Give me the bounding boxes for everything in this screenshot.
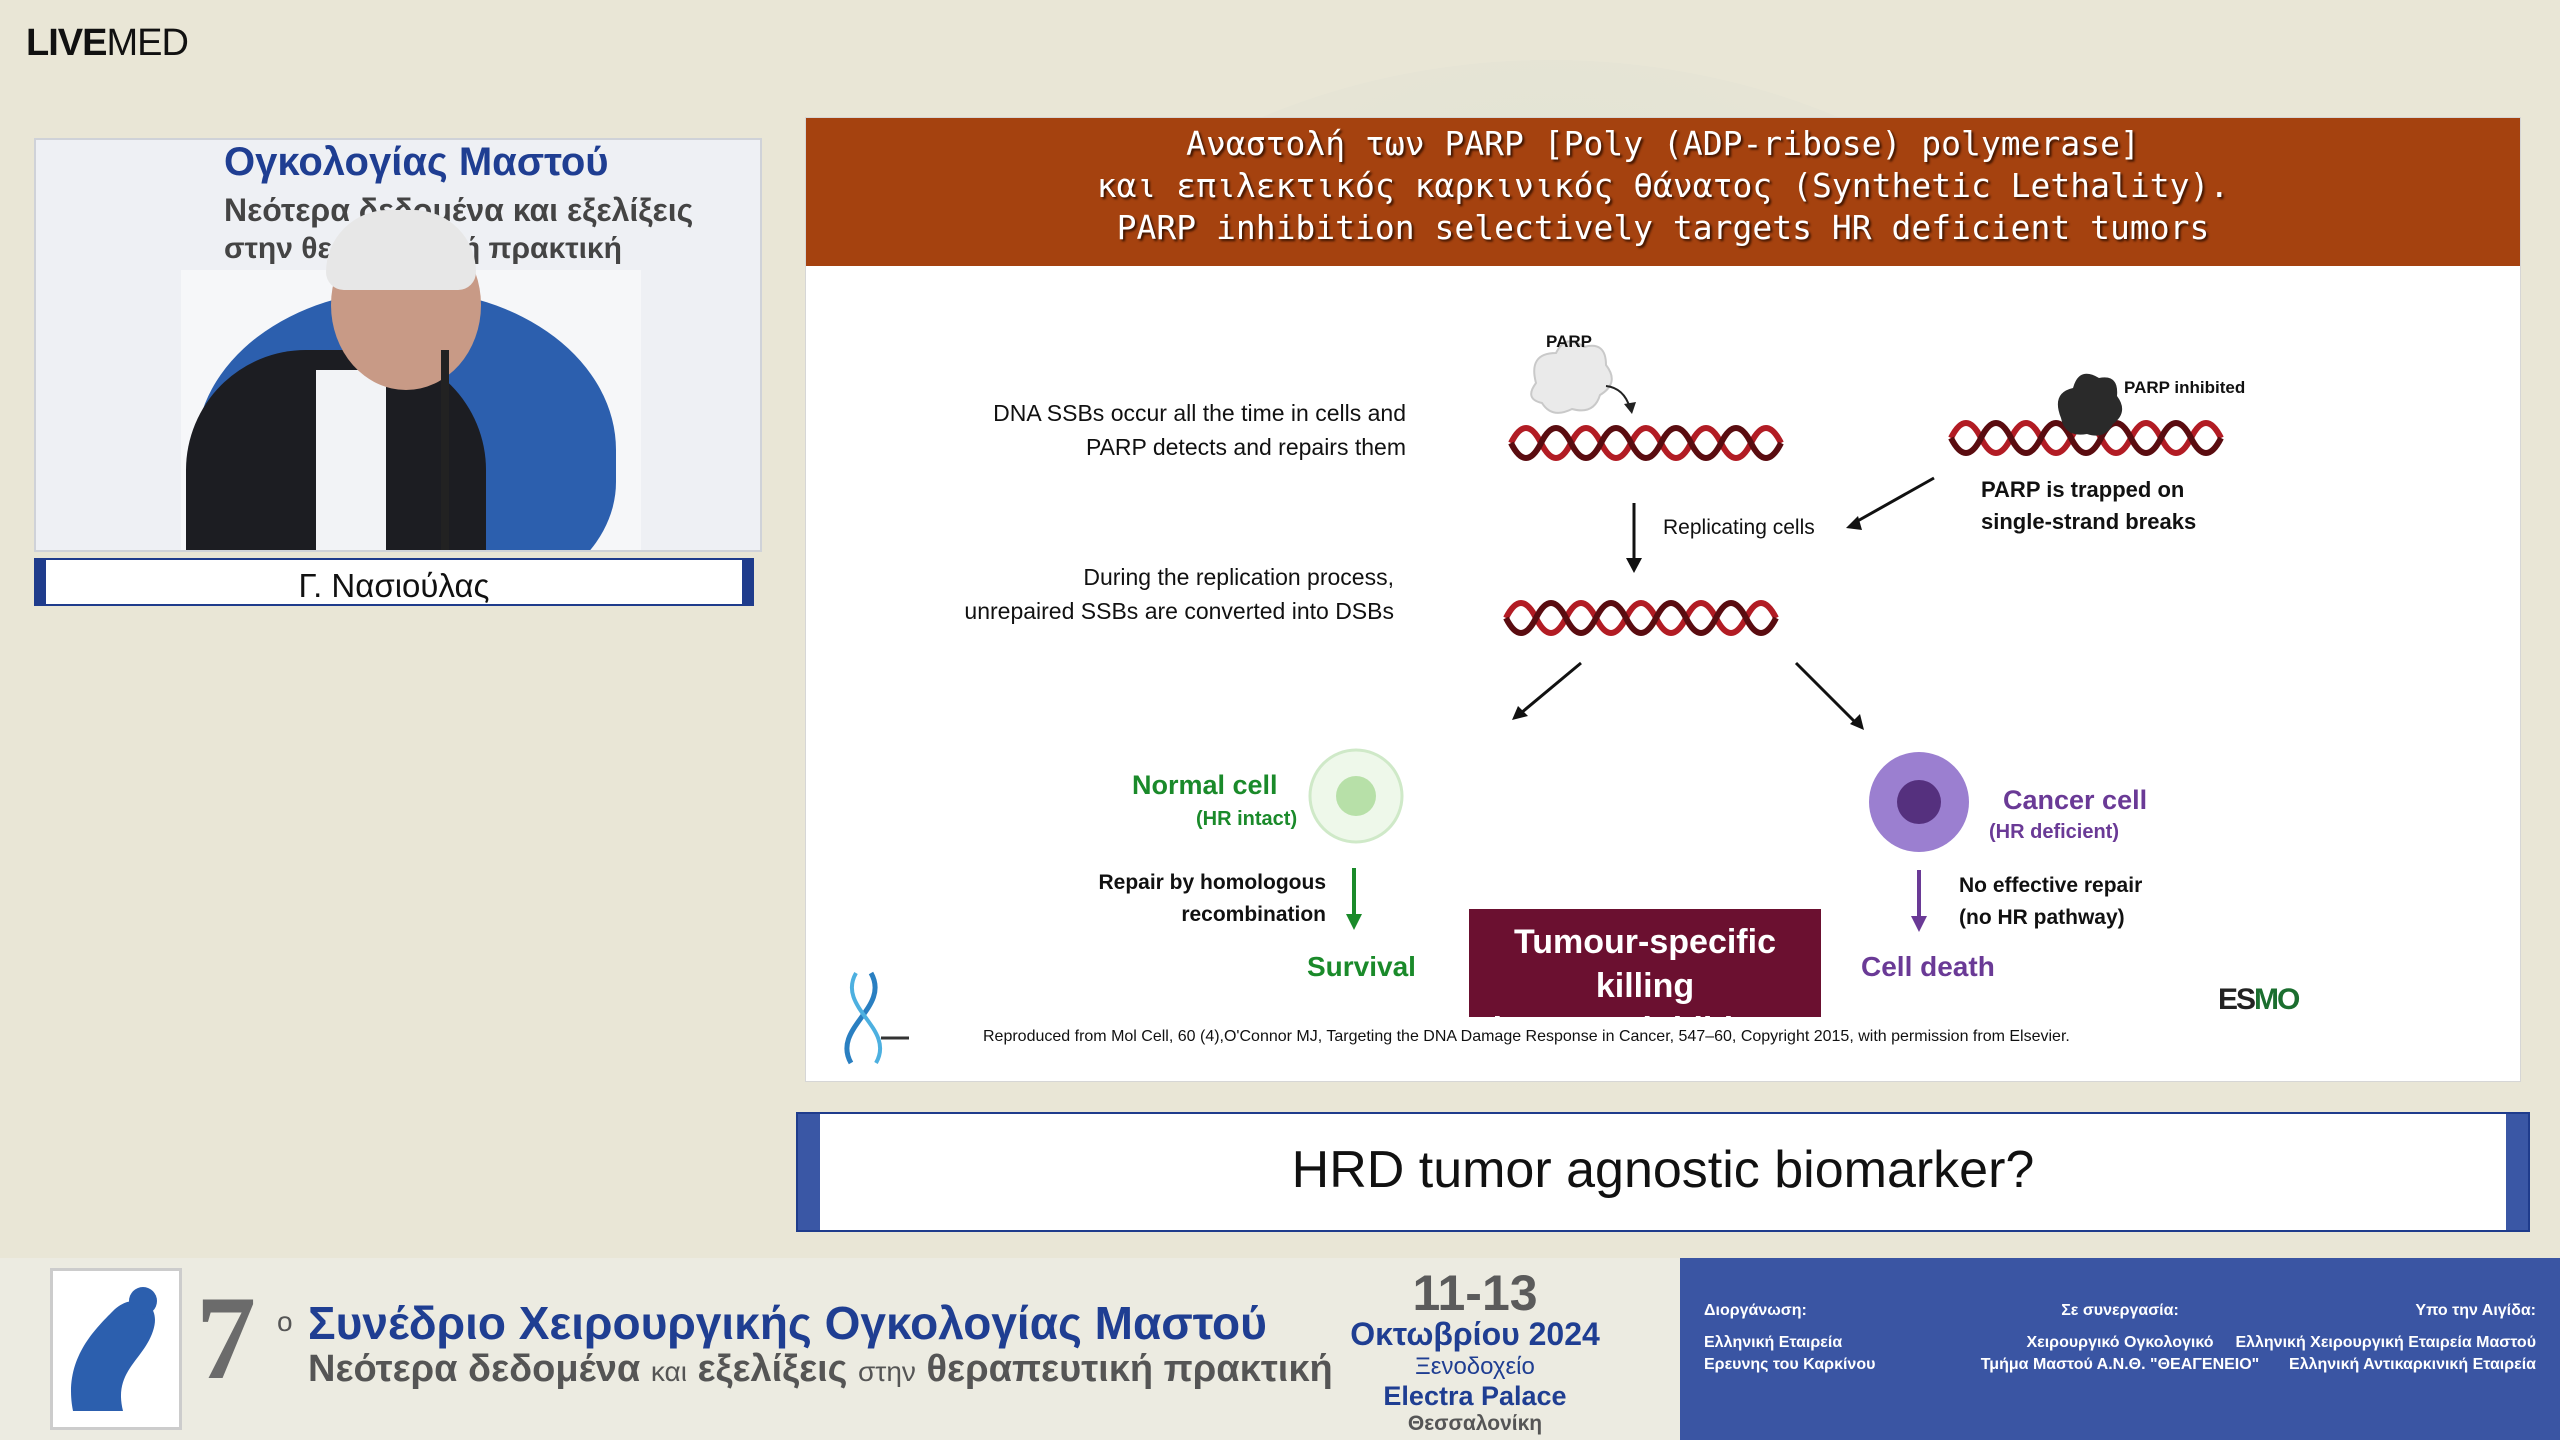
cancer-cell-title: Cancer cell [2003, 785, 2148, 815]
parp-diagram [1308, 340, 2224, 932]
esmo-logo: ESMO [2218, 983, 2300, 1016]
conference-date: 11-13 Οκτωβρίου 2024 Ξενοδοχείο Electra … [1350, 1265, 1600, 1435]
slide-header: Αναστολή των PARP [Poly (ADP-ribose) pol… [806, 118, 2520, 266]
presentation-slide: Αναστολή των PARP [Poly (ADP-ribose) pol… [806, 118, 2520, 1081]
parp-protein-icon [1530, 340, 1613, 414]
normal-cell-sub: (HR intact) [1196, 808, 1298, 830]
conference-subtitle: Νεότερα δεδομένα και εξελίξεις στην θερα… [308, 1348, 1333, 1390]
microphone [441, 350, 449, 550]
replicating-label: Replicating cells [1663, 516, 1815, 539]
speaker-name-bar: Γ. Νασιούλας [34, 558, 754, 606]
parp-inhibited-label: PARP inhibited [2124, 378, 2246, 397]
speaker-name: Γ. Νασιούλας [298, 567, 490, 604]
speaker-shirt [316, 370, 386, 550]
survival-label: Survival [1307, 951, 1416, 982]
caption-text: HRD tumor agnostic biomarker? [1291, 1141, 2035, 1199]
slide-credit: Reproduced from Mol Cell, 60 (4),O'Conno… [983, 1028, 2070, 1045]
cancer-cell-sub: (HR deficient) [1989, 821, 2119, 843]
conference-title: Συνέδριο Χειρουργικής Ογκολογίας Μαστού [308, 1297, 1267, 1349]
organizers-panel: Διοργάνωση: Ελληνική Εταιρεία Ερευνης το… [1680, 1258, 2560, 1440]
edition-number: 7 [196, 1271, 256, 1404]
dna-logo-icon [844, 971, 909, 1065]
backdrop-text-line1: Ογκολογίας Μαστού [224, 140, 609, 184]
dna-strand-intact [1508, 425, 1784, 461]
normal-cell-title: Normal cell [1132, 770, 1278, 800]
conference-banner: 7 ο Συνέδριο Χειρουργικής Ογκολογίας Μασ… [0, 1258, 2560, 1440]
no-repair-text: No effective repair(no HR pathway) [1959, 874, 2143, 929]
slide-header-line1: Αναστολή των PARP [Poly (ADP-ribose) pol… [1186, 124, 2140, 163]
caption-bar: HRD tumor agnostic biomarker? [796, 1112, 2530, 1232]
arrow-to-cancer [1794, 661, 1858, 725]
dna-strand-broken [1503, 600, 1779, 636]
parp-label: PARP [1546, 332, 1592, 351]
slide-header-line2: και επιλεκτικός καρκινικός θάνατος (Synt… [1096, 166, 2230, 205]
arrow-to-normal [1520, 661, 1582, 715]
cell-death-label: Cell death [1861, 951, 1995, 982]
livemed-logo: LIVEMED [26, 22, 189, 64]
speaker-video: Ογκολογίας Μαστού Νεότερα δεδομένα και ε… [34, 138, 762, 552]
parp-inhibited-icon [2057, 373, 2123, 436]
ssb-text: DNA SSBs occur all the time in cells and… [993, 400, 1406, 460]
slide-header-line3: PARP inhibition selectively targets HR d… [1116, 208, 2210, 247]
edition-superscript: ο [277, 1306, 293, 1337]
collaboration-block: Σε συνεργασία: Χειρουργικό Ογκολογικό Τμ… [1980, 1302, 2260, 1373]
organizer-block: Διοργάνωση: Ελληνική Εταιρεία Ερευνης το… [1704, 1302, 1876, 1373]
figure-logo-icon [71, 1287, 157, 1411]
replication-text: During the replication process,unrepaire… [964, 564, 1394, 624]
conference-logo [50, 1268, 182, 1430]
aegis-block: Υπο την Αιγίδα: Ελληνική Χειρουργική Ετα… [2235, 1302, 2536, 1373]
arrow-from-trapped [1853, 476, 1935, 525]
backdrop-text-line2: Νεότερα δεδομένα και εξελίξεις [224, 192, 694, 228]
speaker-hair [326, 210, 476, 290]
